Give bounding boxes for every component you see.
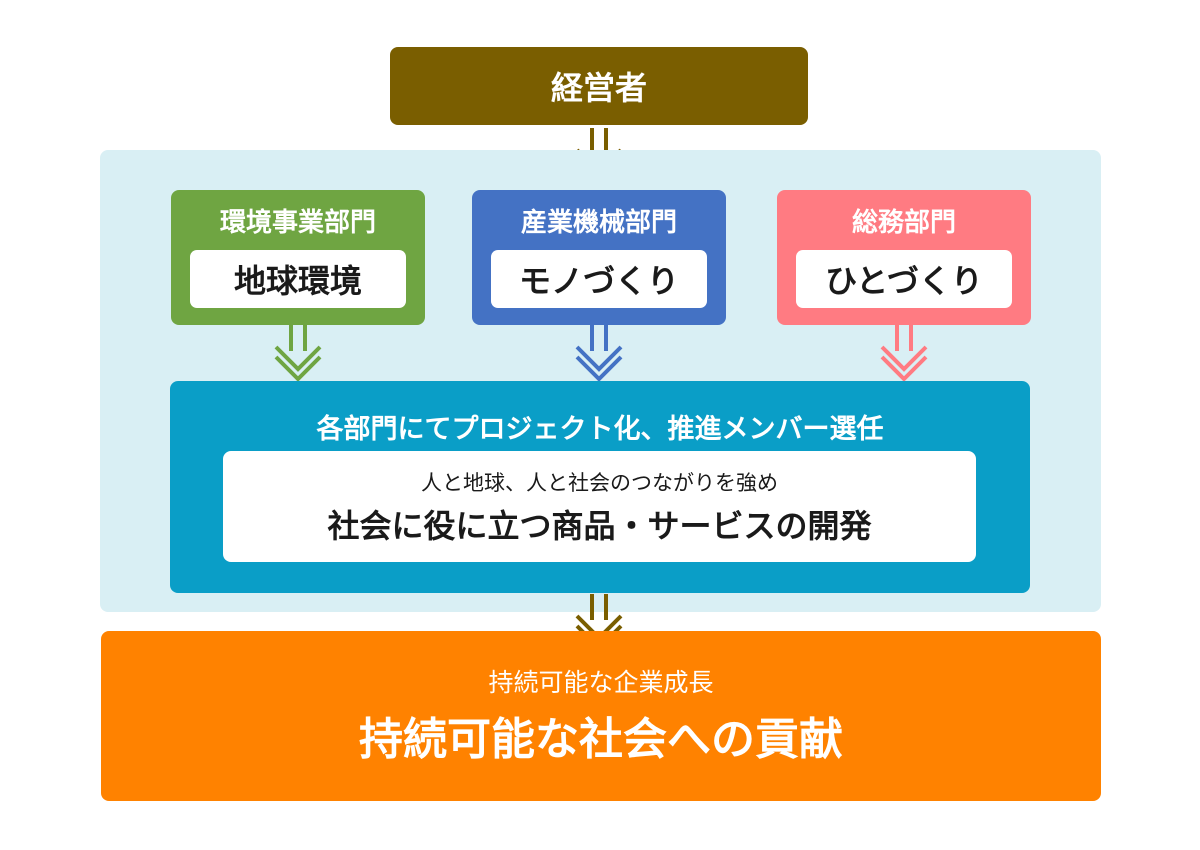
project-box: 各部門にてプロジェクト化、推進メンバー選任 人と地球、人と社会のつながりを強め …	[170, 381, 1030, 593]
project-subtitle: 人と地球、人と社会のつながりを強め	[421, 471, 778, 495]
department-name: 産業機械部門	[520, 208, 677, 238]
department-general-affairs: 総務部門 ひとづくり	[777, 190, 1031, 325]
project-detail-card: 人と地球、人と社会のつながりを強め 社会に役に立つ商品・サービスの開発	[223, 451, 976, 562]
department-name: 総務部門	[851, 208, 956, 238]
general-affairs-down-arrow-icon	[880, 325, 928, 381]
department-industrial-machinery: 産業機械部門 モノづくり	[472, 190, 726, 325]
department-environment: 環境事業部門 地球環境	[171, 190, 425, 325]
executive-label: 経営者	[550, 69, 647, 107]
executive-box: 経営者	[390, 47, 808, 125]
result-main-text: 持続可能な社会への貢献	[359, 714, 843, 765]
industrial-down-arrow-icon	[575, 325, 623, 381]
result-box: 持続可能な企業成長 持続可能な社会への貢献	[101, 631, 1101, 801]
project-title: 各部門にてプロジェクト化、推進メンバー選任	[316, 414, 884, 445]
department-theme: モノづくり	[491, 250, 707, 308]
environment-down-arrow-icon	[274, 325, 322, 381]
result-subtitle: 持続可能な企業成長	[488, 668, 714, 697]
department-theme-text: モノづくり	[518, 262, 679, 300]
department-theme-text: 地球環境	[233, 262, 362, 300]
department-theme: ひとづくり	[796, 250, 1012, 308]
department-name: 環境事業部門	[219, 208, 376, 238]
department-theme-text: ひとづくり	[825, 262, 983, 300]
project-main-text: 社会に役に立つ商品・サービスの開発	[327, 507, 872, 545]
department-theme: 地球環境	[190, 250, 406, 308]
